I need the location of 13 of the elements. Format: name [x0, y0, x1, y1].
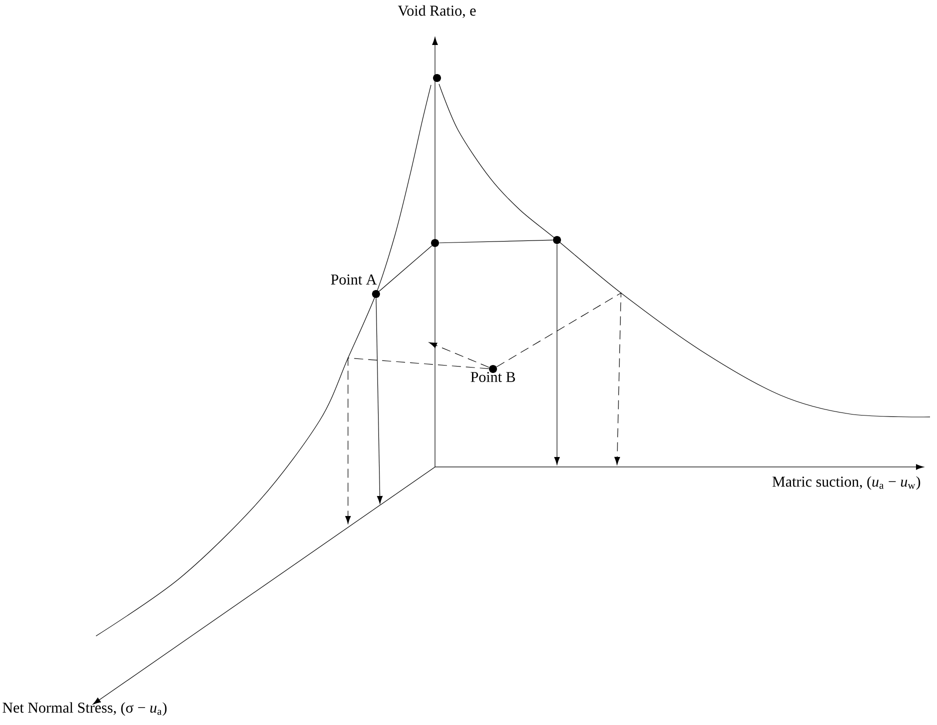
axis-label: Matric suction, (u$_{a}$ − u$_{w}$)	[772, 476, 920, 490]
arrow	[376, 298, 383, 504]
axis-label: Net Normal Stress, (σ − u$_{a}$)	[2, 702, 167, 716]
point-marker	[431, 238, 439, 247]
point-marker	[433, 74, 441, 82]
axis-label: Void Ratio, e	[398, 5, 476, 18]
arrow	[554, 244, 560, 465]
dashed-arrow	[496, 292, 622, 465]
dashed-arrow	[345, 358, 490, 524]
connector-line	[378, 245, 432, 292]
connector-line	[438, 240, 554, 244]
point-marker	[553, 236, 561, 244]
dashed-arrow	[428, 342, 490, 368]
